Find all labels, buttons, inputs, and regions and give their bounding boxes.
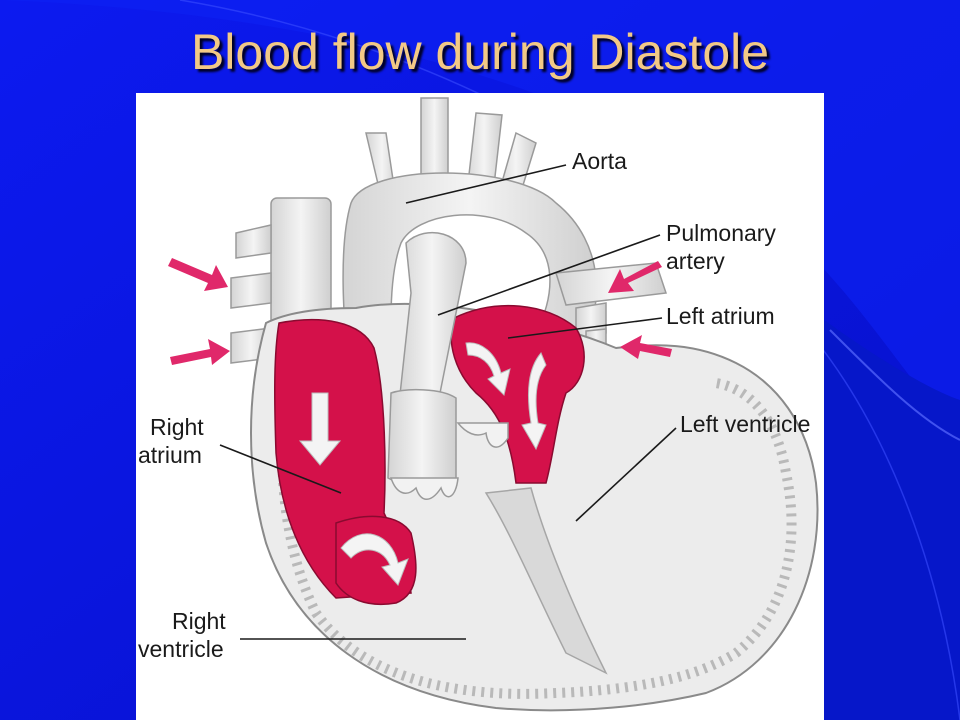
- label-pulmonary-artery-line2: artery: [666, 248, 725, 274]
- left-atrium-curve-arrow-1: [465, 342, 511, 396]
- internal-flow-arrows: [298, 342, 547, 586]
- leader-pulmonary-artery: [437, 234, 661, 316]
- leader-left-atrium: [507, 317, 663, 339]
- pulmonary-artery-vessel: [387, 232, 467, 487]
- leader-left-ventricle: [575, 427, 677, 522]
- label-left-ventricle: Left ventricle: [680, 411, 810, 437]
- aorta-vessel: [342, 97, 598, 414]
- valve-cusps: [389, 422, 509, 500]
- right-atrium-down-arrow: [298, 392, 342, 466]
- label-right-ventricle-line2: ventricle: [138, 636, 224, 662]
- label-aorta: Aorta: [572, 148, 627, 174]
- leader-right-atrium: [219, 444, 342, 494]
- incoming-arrow-upper-left: [168, 258, 228, 291]
- label-right-ventricle-line1: Right: [172, 608, 226, 634]
- leader-aorta: [405, 164, 567, 204]
- label-right-atrium-line2: atrium: [138, 442, 202, 468]
- incoming-arrow-lower-right: [620, 335, 672, 359]
- leader-lines: [219, 164, 677, 640]
- heart-diagram: Aorta Pulmonary artery Left atrium Left …: [136, 93, 824, 720]
- septum: [484, 487, 608, 675]
- background-sweep: [824, 320, 960, 720]
- label-left-atrium: Left atrium: [666, 303, 775, 329]
- incoming-arrow-upper-right: [608, 261, 662, 293]
- left-atrium-curve-arrow-2: [521, 352, 547, 451]
- label-right-atrium-line1: Right: [150, 414, 204, 440]
- right-ventricle-curve-arrow: [340, 533, 409, 586]
- slide-title: Blood flow during Diastole: [190, 24, 770, 80]
- label-pulmonary-artery-line1: Pulmonary: [666, 220, 776, 246]
- incoming-flow-arrows: [168, 258, 672, 365]
- heart-illustration: Aorta Pulmonary artery Left atrium Left …: [138, 97, 819, 712]
- incoming-arrow-lower-left: [170, 339, 230, 365]
